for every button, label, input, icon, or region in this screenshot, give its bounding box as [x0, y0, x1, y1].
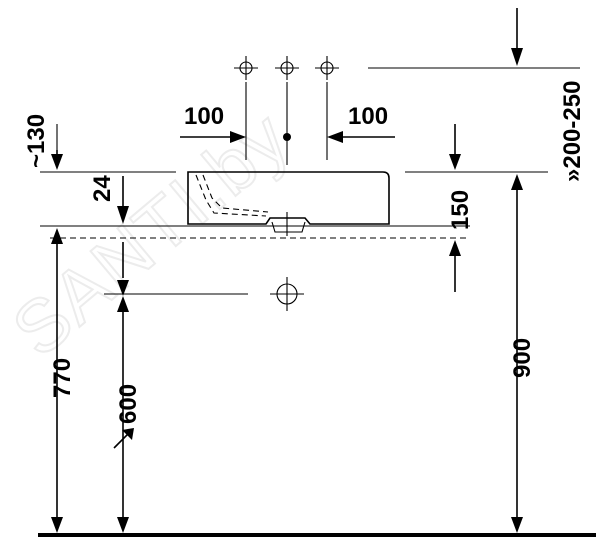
tap-hole-left-icon: [234, 56, 258, 80]
tap-hole-right-icon: [315, 56, 339, 80]
rim-outlet-arrow-head: [117, 206, 129, 224]
tap-height-arrow-head: [511, 48, 523, 66]
rim-height-label: 770: [49, 358, 76, 398]
tap-install-height-label: 900: [509, 338, 536, 378]
tap-install-arrow-bottom-head: [511, 517, 523, 533]
tap-hole-center-icon: [275, 56, 299, 80]
spacing-arrow-left-head: [230, 131, 246, 143]
drain-height-arrow-top-head: [117, 280, 129, 296]
drain-height-label: 600: [115, 384, 142, 424]
rim-height-arrow-top-head: [51, 228, 63, 244]
pointer-arrow-icon: [113, 428, 134, 449]
tap-center-dot: [283, 133, 291, 141]
wall-offset-arrow-head: [51, 154, 63, 170]
basin-height-bottom-arrow-head: [449, 240, 461, 256]
drain-height-arrow-bottom-head: [117, 517, 129, 533]
basin-height-top-arrow-head: [449, 154, 461, 170]
drain-height-arrow-mid-head: [117, 296, 129, 312]
wall-offset-label: ~130: [23, 114, 50, 168]
tap-spacing-left-label: 100: [184, 103, 224, 130]
rim-height-arrow-bottom-head: [51, 517, 63, 533]
rim-to-outlet-label: 24: [89, 175, 116, 202]
tap-install-arrow-top-head: [511, 174, 523, 190]
drain-outlet-icon: [270, 277, 304, 311]
spacing-arrow-right-head: [327, 131, 343, 143]
tap-spacing-right-label: 100: [348, 103, 388, 130]
tap-height-range-label: »200-250: [559, 81, 586, 182]
basin-height-label: 150: [447, 190, 474, 230]
basin-outline: [187, 171, 390, 236]
